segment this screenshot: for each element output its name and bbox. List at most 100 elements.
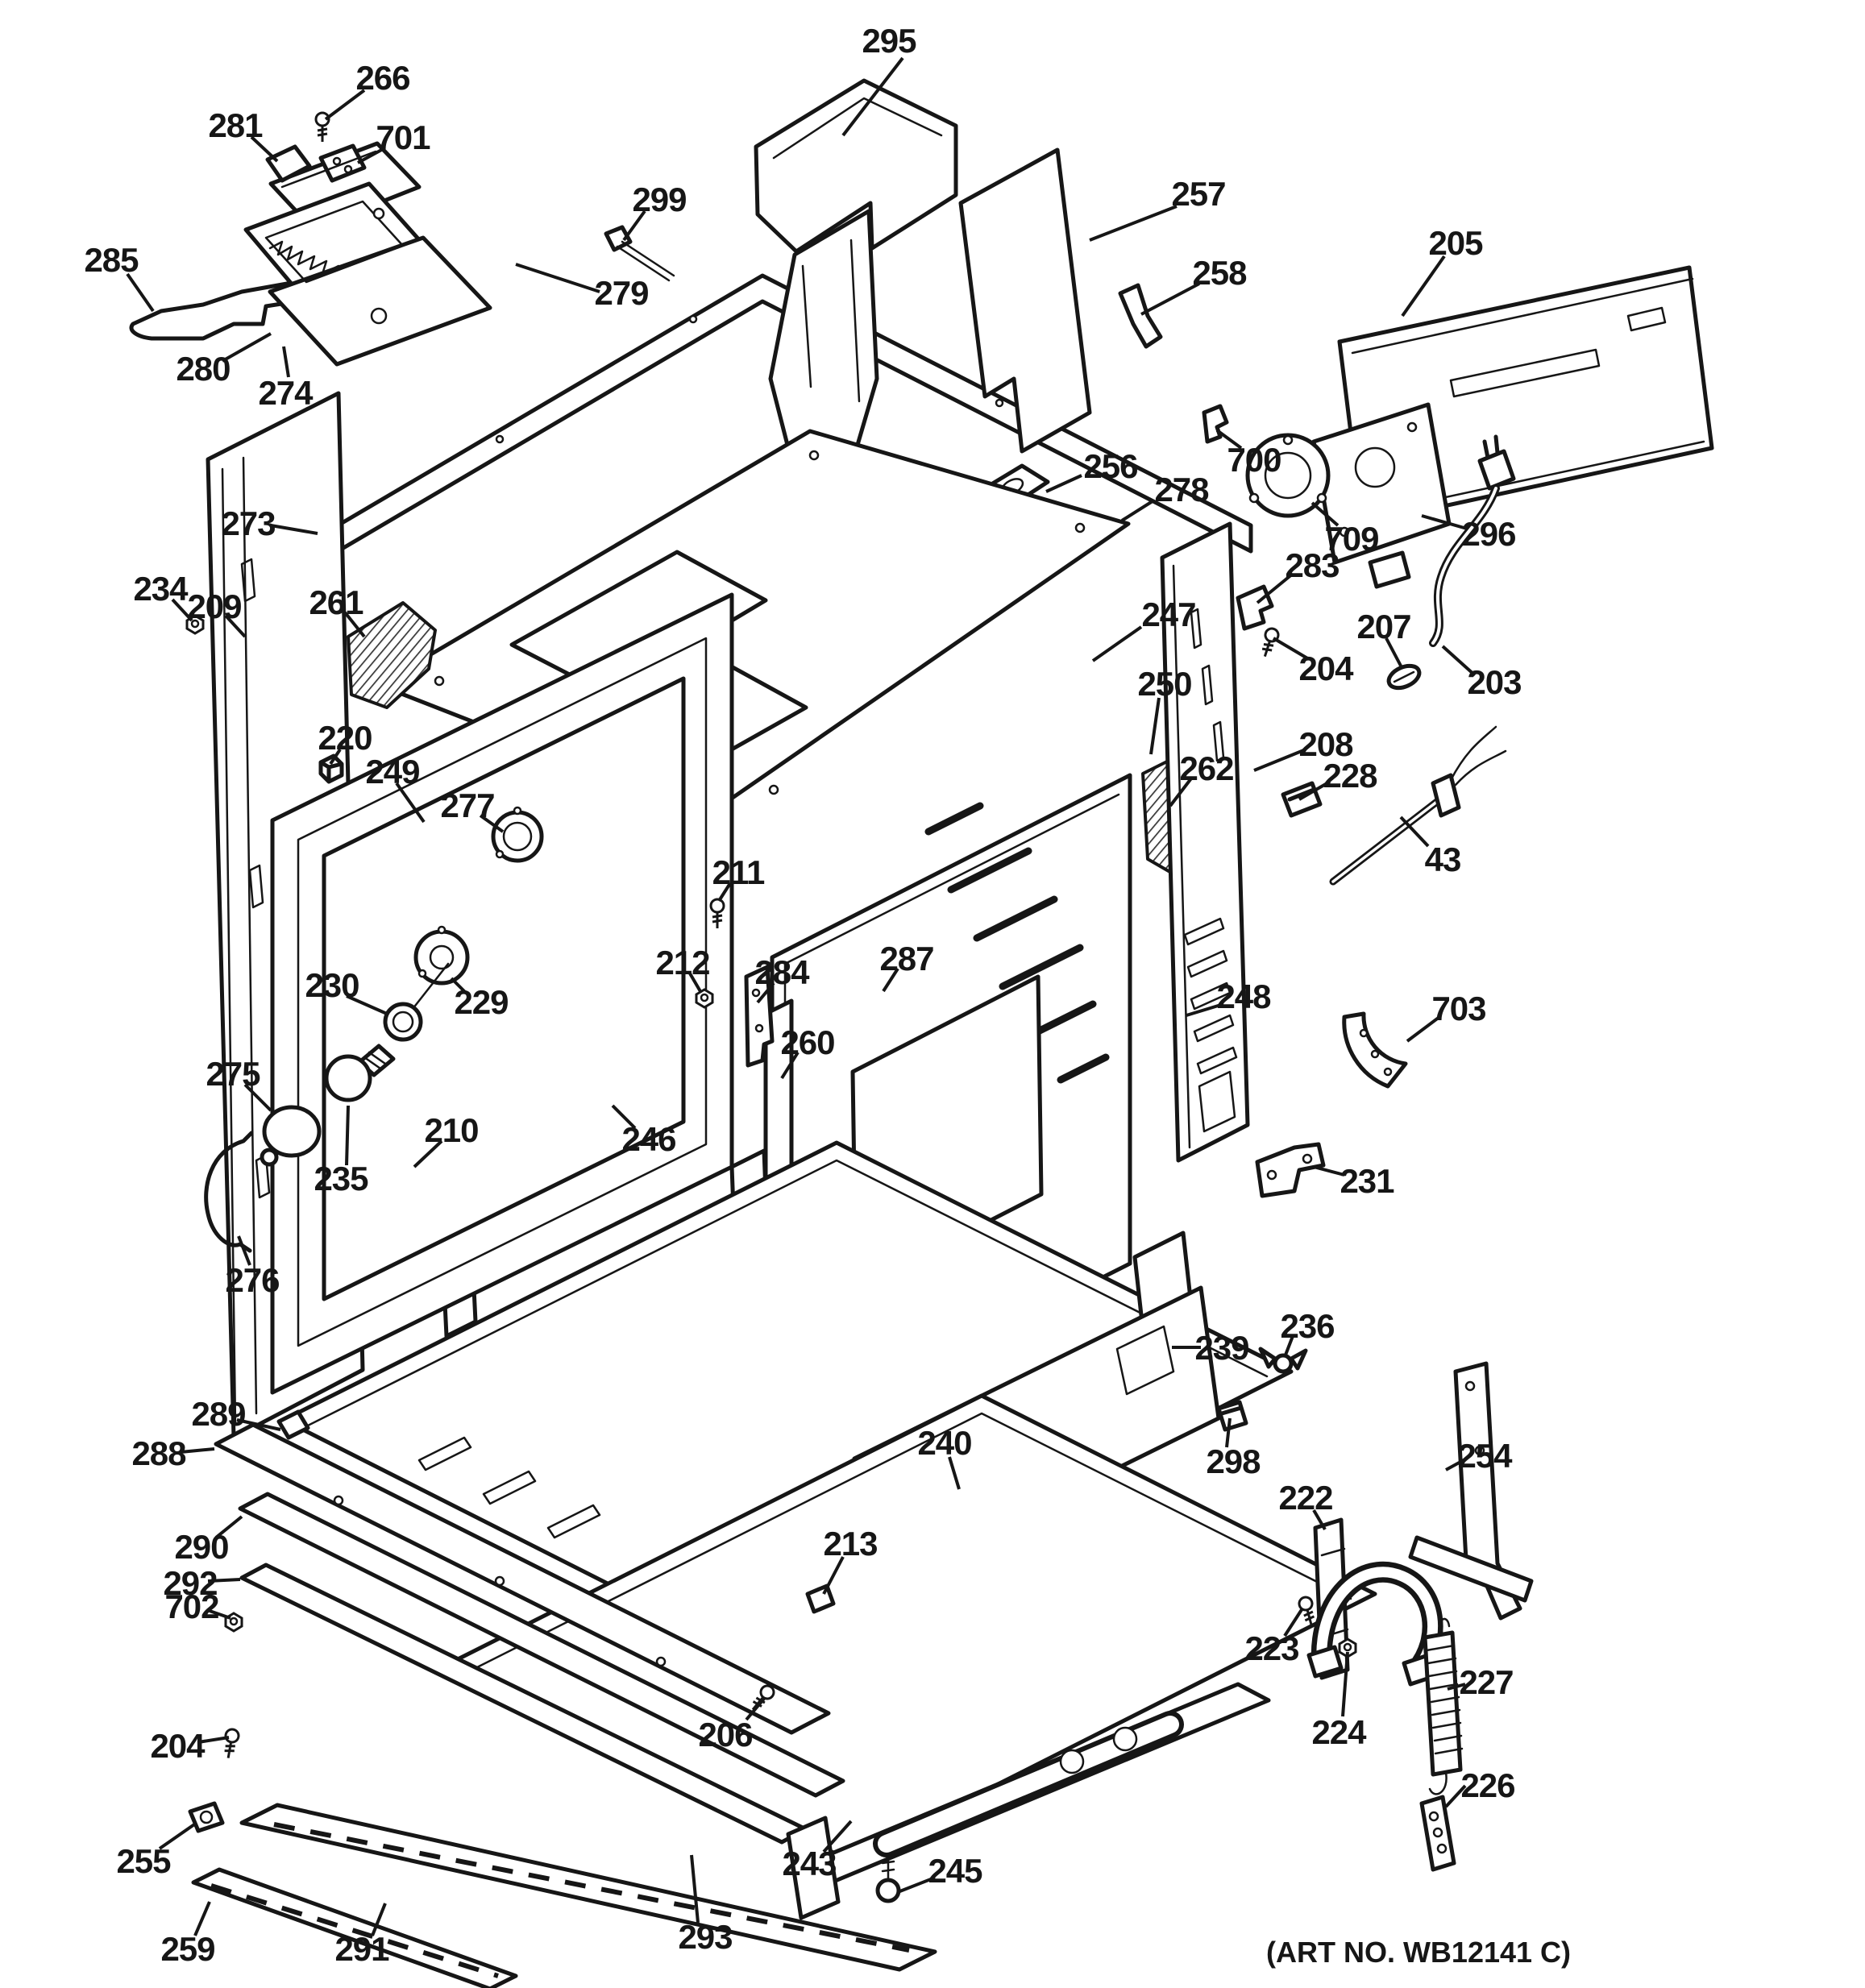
leader-line-207	[1385, 637, 1404, 670]
part-label-276: 276	[225, 1261, 279, 1299]
rear-insulation-assembly	[1245, 265, 1714, 589]
bracket-231-hole	[1302, 1153, 1313, 1164]
part-label-274: 274	[258, 374, 314, 412]
part-callout-273-18: 273	[221, 504, 318, 542]
hinge-spring-group	[1216, 1347, 1534, 1872]
part-label-701: 701	[376, 118, 430, 156]
igniter-connector-203	[1477, 434, 1516, 491]
bolt-245-head	[875, 1878, 901, 1903]
hinge-hole	[1464, 1380, 1476, 1392]
bracket-284-hole	[751, 988, 761, 998]
leader-line-220	[329, 748, 342, 766]
part-label-266: 266	[355, 59, 409, 97]
leader-line-290	[214, 1515, 243, 1539]
front-window-opening	[322, 676, 686, 1301]
part-callout-213-58: 213	[822, 1525, 879, 1595]
part-callout-239-50: 239	[1172, 1329, 1250, 1367]
leader-line-231	[1313, 1165, 1345, 1177]
crown-hole	[495, 434, 505, 444]
panel-296-rivet	[1339, 526, 1350, 537]
part-callout-701-3: 701	[357, 118, 431, 164]
leader-line-240	[948, 1456, 961, 1490]
part-label-299: 299	[632, 181, 686, 218]
gasket-bolt-hole	[1248, 492, 1260, 504]
part-callout-210-44: 210	[413, 1111, 480, 1168]
part-callout-275-43: 275	[206, 1055, 272, 1112]
part-callout-249-30: 249	[365, 753, 426, 824]
top-panel-hole	[808, 450, 820, 461]
rear-louver-strip	[1160, 521, 1250, 1163]
vent-ring-hole	[502, 821, 533, 852]
leader-line-234	[171, 598, 193, 622]
leader-line-700	[1215, 429, 1243, 450]
part-label-235: 235	[314, 1160, 368, 1197]
leader-line-212	[688, 972, 703, 994]
louver-strip-248	[1160, 521, 1250, 1163]
leader-line-248	[1186, 1002, 1224, 1017]
leader-line-276	[237, 1235, 251, 1266]
rail-hole	[333, 1495, 344, 1506]
spring-227-coils	[1425, 1644, 1464, 1755]
part-callout-703-41: 703	[1406, 990, 1487, 1043]
part-callout-250-26: 250	[1137, 665, 1193, 755]
part-callout-260-42: 260	[780, 1023, 836, 1080]
part-callout-254-60: 254	[1445, 1437, 1514, 1475]
part-label-240: 240	[917, 1424, 971, 1462]
part-label-223: 223	[1244, 1629, 1298, 1667]
leader-line-258	[1140, 282, 1200, 316]
leader-line-250	[1149, 697, 1161, 755]
part-callout-220-27: 220	[318, 719, 373, 766]
louver-strip-detail	[1172, 564, 1238, 1149]
sensor-rod-core	[1331, 799, 1439, 883]
leader-line-278	[1120, 500, 1154, 522]
leader-line-213	[822, 1556, 845, 1595]
part-callout-295-0: 295	[841, 22, 917, 137]
base-assembly	[188, 1140, 1377, 1988]
bolt-245-shaft	[881, 1855, 895, 1882]
leader-line-246	[611, 1104, 637, 1130]
lamp-cover-275	[262, 1105, 322, 1158]
part-label-211: 211	[712, 853, 765, 891]
part-callout-276-47: 276	[225, 1235, 280, 1299]
part-callout-245-72: 245	[897, 1852, 983, 1894]
sensor-bracket-43	[1431, 773, 1461, 818]
plate-701-hole	[332, 156, 342, 166]
leader-line-208	[1253, 748, 1306, 772]
art-no: (ART NO. WB12141 C)	[1266, 1936, 1571, 1969]
part-label-273: 273	[221, 504, 275, 542]
part-label-278: 278	[1154, 471, 1209, 508]
part-label-43: 43	[1425, 840, 1461, 878]
part-label-248: 248	[1216, 977, 1271, 1015]
front-rail-288	[214, 1422, 831, 1735]
part-label-212: 212	[655, 944, 709, 982]
part-callout-235-45: 235	[314, 1105, 369, 1197]
part-callout-280-8: 280	[176, 332, 272, 388]
part-callout-285-6: 285	[84, 241, 155, 313]
leader-line-227	[1447, 1683, 1466, 1691]
part-label-280: 280	[176, 350, 230, 388]
screw-204-right	[1257, 625, 1281, 660]
bracket-231-hole	[1266, 1169, 1277, 1181]
top-panel-hole	[768, 784, 779, 795]
part-label-207: 207	[1356, 608, 1410, 645]
part-label-222: 222	[1278, 1479, 1332, 1517]
part-label-296: 296	[1461, 515, 1515, 553]
leader-line-703	[1406, 1015, 1441, 1043]
wingnut-236-wings	[1258, 1347, 1308, 1371]
leader-line-210	[413, 1139, 443, 1168]
wall-240-hole	[1115, 1325, 1175, 1396]
part-callout-298-51: 298	[1206, 1417, 1261, 1480]
part-label-275: 275	[206, 1055, 260, 1093]
door-latch-assembly	[129, 111, 675, 367]
bulb-glass-235	[324, 1054, 372, 1102]
duct-lower-295	[768, 209, 879, 450]
leader-line-289	[236, 1418, 281, 1431]
part-label-279: 279	[594, 274, 648, 312]
part-callout-224-63: 224	[1311, 1651, 1368, 1751]
leader-line-279	[515, 263, 600, 293]
part-callout-255-66: 255	[116, 1821, 198, 1880]
part-callout-290-55: 290	[174, 1515, 243, 1566]
part-callout-234-19: 234	[133, 570, 193, 622]
part-label-261: 261	[309, 583, 363, 621]
